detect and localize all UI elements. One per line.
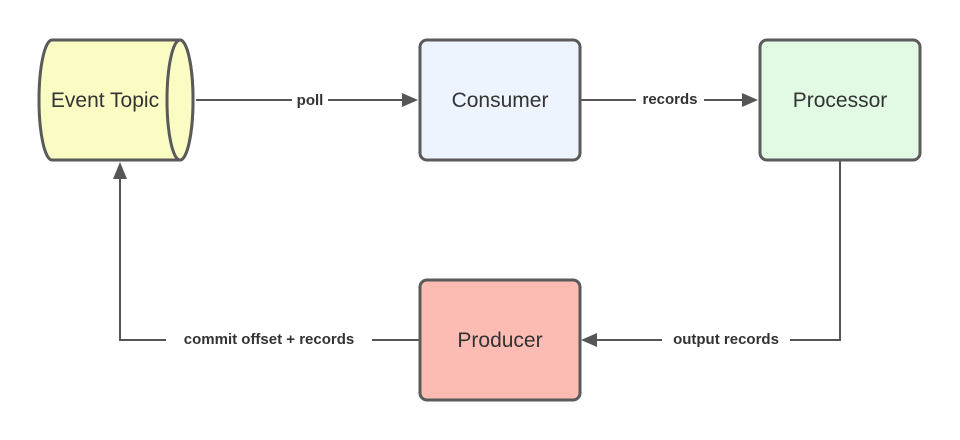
edge-poll: poll <box>196 90 418 110</box>
edge-output-records-label: output records <box>673 331 779 348</box>
producer-label: Producer <box>457 329 542 352</box>
edge-records-arrowhead <box>742 93 758 107</box>
processor-label: Processor <box>793 89 888 112</box>
edge-output-records: output records <box>581 160 841 349</box>
edge-records: records <box>581 90 758 110</box>
edge-commit: commit offset + records <box>113 162 419 349</box>
event-topic-label: Event Topic <box>51 89 159 112</box>
consumer-label: Consumer <box>452 89 549 112</box>
node-producer: Producer <box>418 278 582 402</box>
edge-output-records-arrowhead <box>581 333 597 347</box>
edge-commit-line <box>119 178 419 341</box>
node-processor: Processor <box>758 38 922 162</box>
node-consumer: Consumer <box>418 38 582 162</box>
edge-commit-label: commit offset + records <box>184 331 354 348</box>
event-topic-cylinder-cap <box>165 38 195 162</box>
edge-commit-arrowhead <box>113 162 127 179</box>
edge-output-records-line <box>596 160 841 341</box>
processor-box <box>758 38 922 162</box>
edge-records-label: records <box>642 91 697 108</box>
edge-poll-label-bg <box>292 90 328 110</box>
edge-commit-label-bg <box>166 329 372 349</box>
edge-output-records-label-bg <box>662 329 790 349</box>
producer-box <box>418 278 582 402</box>
node-event-topic: Event Topic <box>37 38 195 162</box>
consumer-box <box>418 38 582 162</box>
edge-records-label-bg <box>636 90 704 110</box>
edge-poll-label: poll <box>297 92 324 109</box>
edge-poll-arrowhead <box>402 93 418 107</box>
